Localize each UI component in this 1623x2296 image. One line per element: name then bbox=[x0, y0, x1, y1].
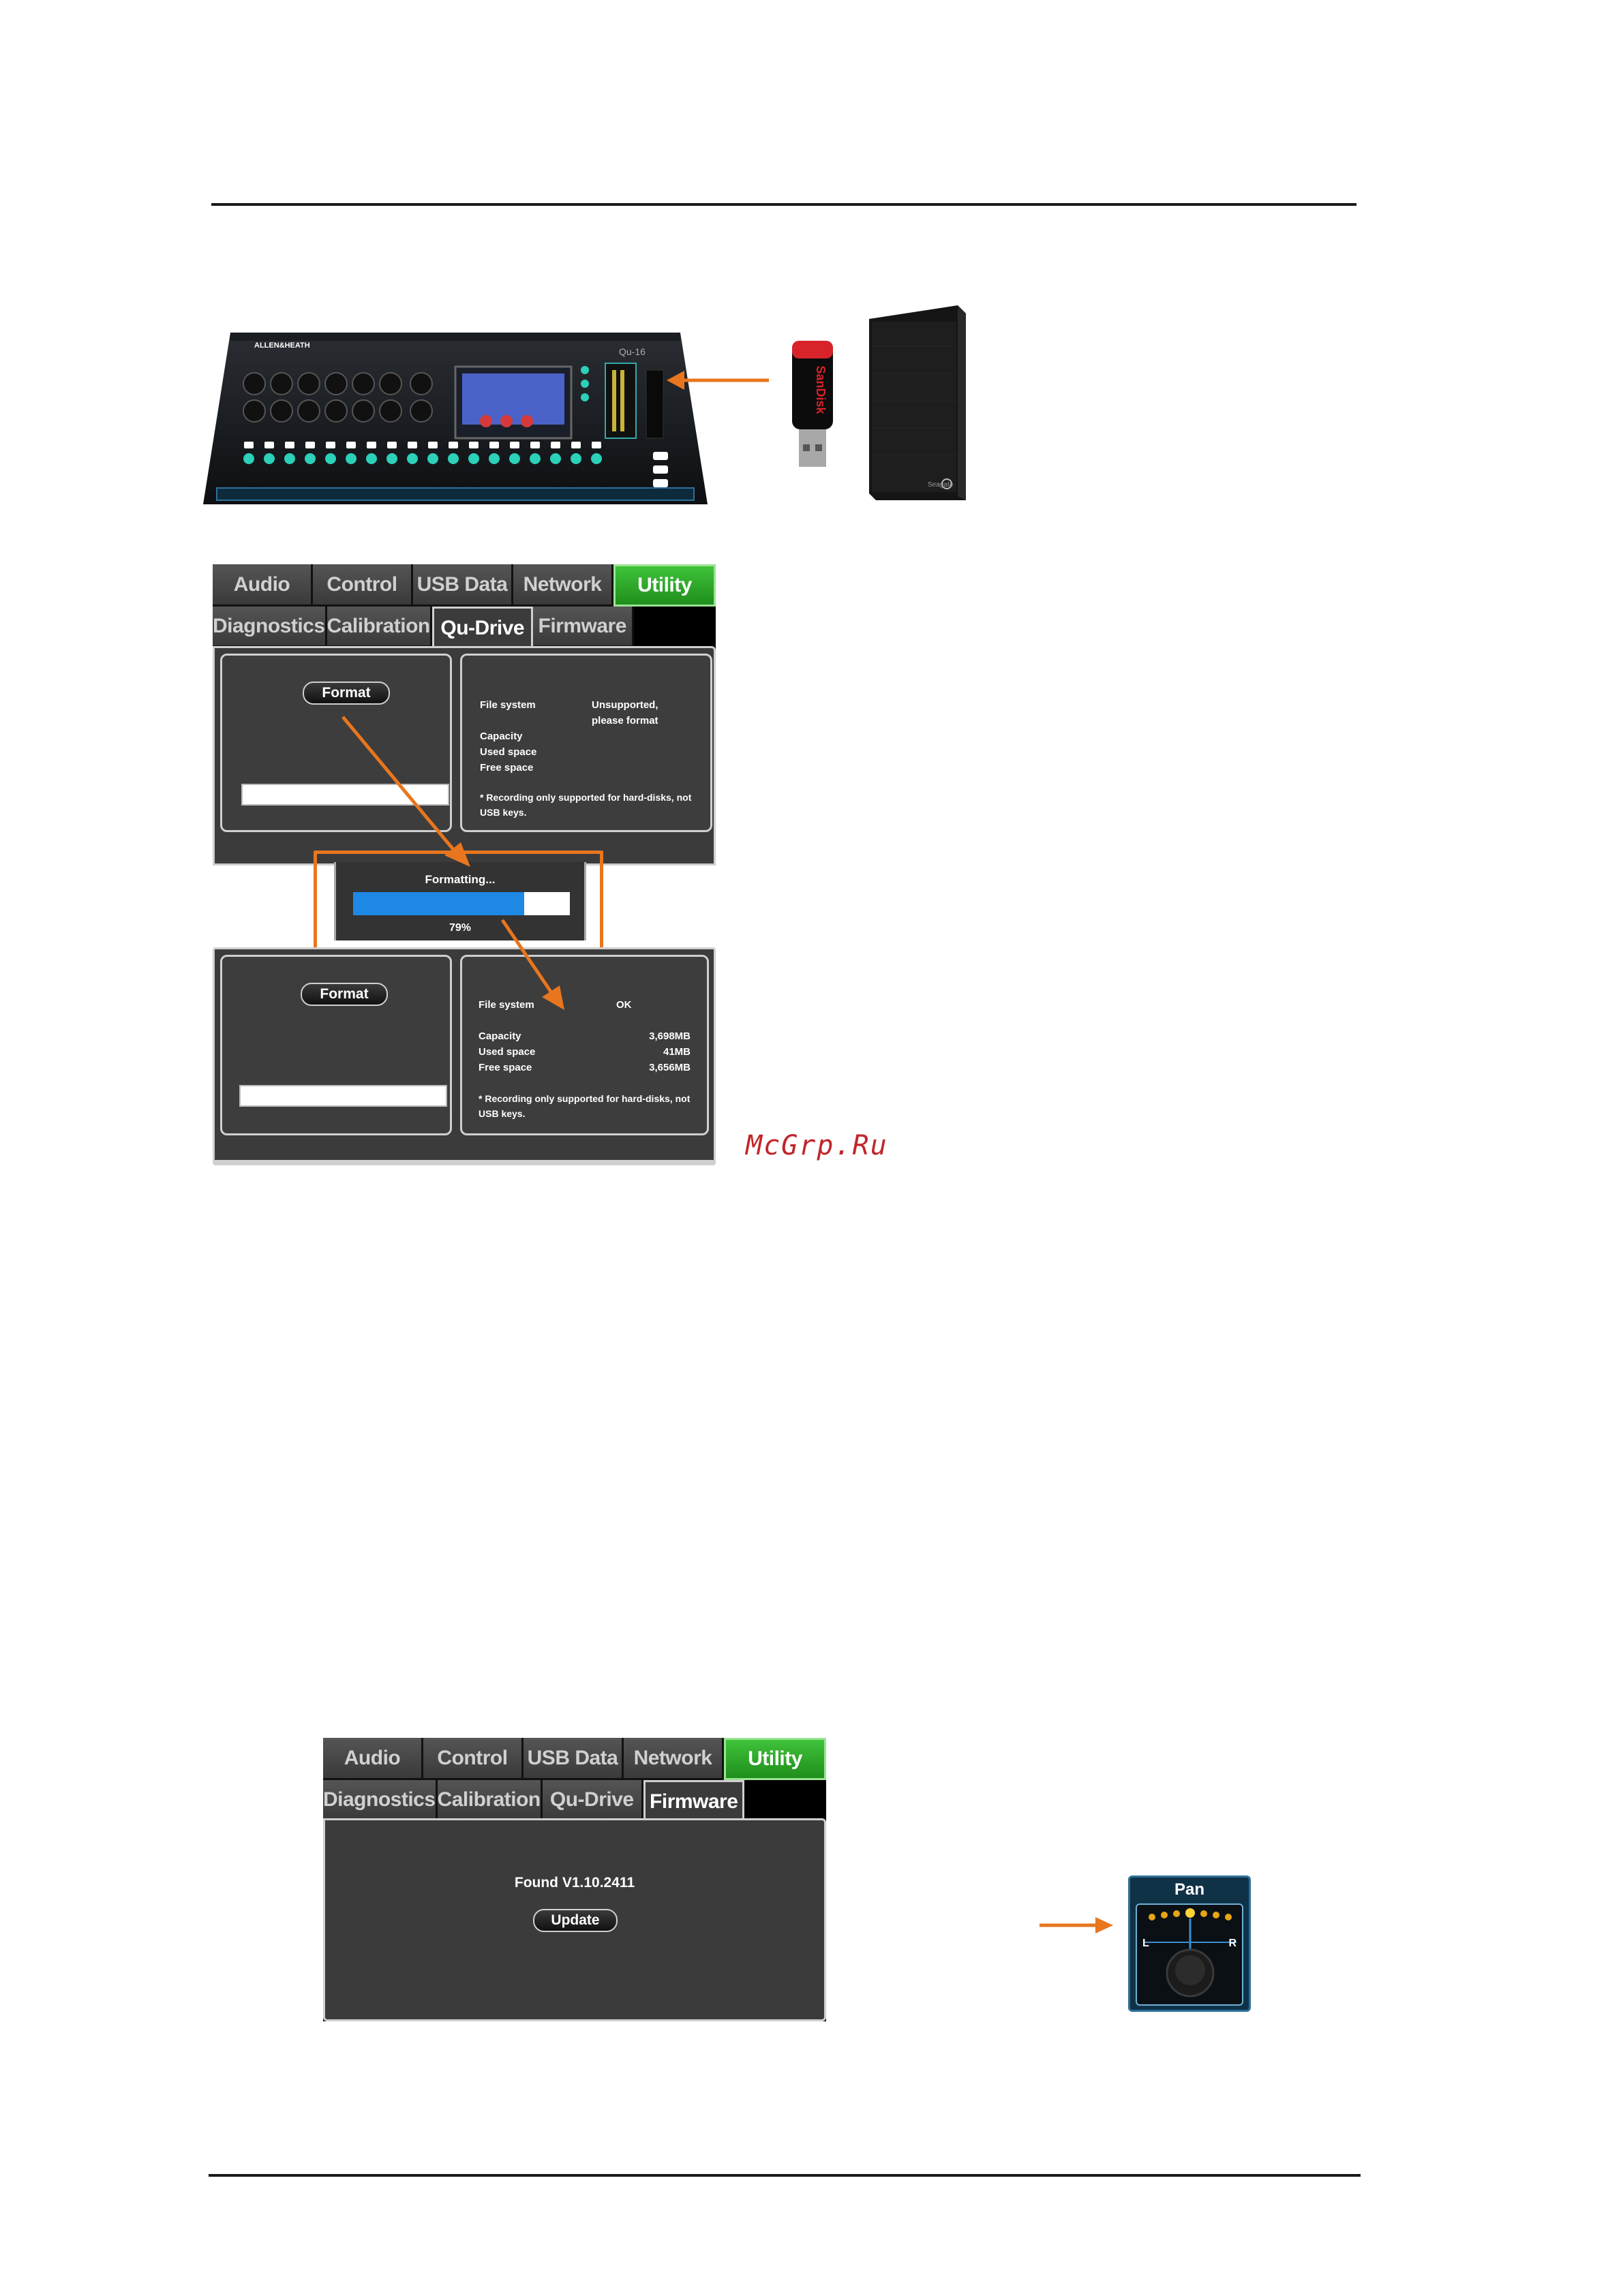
fw-sub-tabs: Diagnostics Calibration Qu-Drive Firmwar… bbox=[323, 1780, 826, 1821]
file-system-label-after: File system bbox=[479, 999, 534, 1011]
recording-note-after: * Recording only supported for hard-disk… bbox=[479, 1093, 691, 1104]
watermark: McGrp.Ru bbox=[746, 1130, 888, 1161]
fw-tab-utility[interactable]: Utility bbox=[724, 1738, 826, 1780]
fw-tab-control[interactable]: Control bbox=[423, 1738, 524, 1780]
pan-widget[interactable]: Pan L R bbox=[1128, 1876, 1251, 2012]
fw-content-area: Found V1.10.2411 Update bbox=[323, 1818, 826, 2021]
mixer-console-image: ALLEN&HEATH Qu-16 bbox=[203, 333, 708, 504]
tab-control[interactable]: Control bbox=[313, 564, 413, 607]
recording-note: * Recording only supported for hard-disk… bbox=[480, 792, 692, 803]
tab-network[interactable]: Network bbox=[513, 564, 613, 607]
fw-tab-calibration[interactable]: Calibration bbox=[437, 1780, 543, 1821]
svg-text:Qu-16: Qu-16 bbox=[619, 346, 646, 357]
formatting-percent: 79% bbox=[449, 922, 472, 934]
qudrive-screen-after: Format File system OK Capacity 3,698MB U… bbox=[213, 947, 716, 1165]
sub-tab-filler bbox=[633, 607, 716, 647]
fw-tab-qu-drive[interactable]: Qu-Drive bbox=[542, 1780, 643, 1821]
formatting-popup: Formatting... 79% bbox=[334, 862, 586, 940]
capacity-label-after: Capacity bbox=[479, 1030, 521, 1042]
content-area: Format File system Unsupported, please f… bbox=[213, 646, 716, 866]
used-space-value: 41MB bbox=[663, 1046, 691, 1058]
capacity-label: Capacity bbox=[480, 731, 523, 742]
formatting-progress-fill bbox=[353, 892, 525, 915]
fw-main-tabs: Audio Control USB Data Network Utility bbox=[323, 1738, 826, 1780]
pan-arrow bbox=[1040, 1915, 1114, 1939]
file-system-value-after: OK bbox=[616, 999, 632, 1011]
recording-note-after-line2: USB keys. bbox=[479, 1108, 526, 1119]
tab-audio[interactable]: Audio bbox=[213, 564, 313, 607]
formatting-title: Formatting... bbox=[425, 873, 496, 886]
fw-tab-network[interactable]: Network bbox=[624, 1738, 724, 1780]
pan-left-label: L bbox=[1142, 1938, 1149, 1949]
fw-tab-usb-data[interactable]: USB Data bbox=[524, 1738, 624, 1780]
usb-key-image: SanDisk bbox=[784, 335, 838, 472]
drive-info-panel-after: File system OK Capacity 3,698MB Used spa… bbox=[460, 955, 709, 1135]
capacity-value: 3,698MB bbox=[649, 1030, 691, 1042]
free-space-label: Free space bbox=[480, 762, 534, 774]
svg-text:ALLEN&HEATH: ALLEN&HEATH bbox=[254, 341, 310, 350]
tab-usb-data[interactable]: USB Data bbox=[413, 564, 513, 607]
footer-rule bbox=[209, 2174, 1361, 2177]
svg-text:Seagate: Seagate bbox=[928, 481, 954, 489]
file-system-value-line2: please format bbox=[592, 715, 658, 726]
drive-info-panel: File system Unsupported, please format C… bbox=[460, 654, 712, 832]
main-tabs: Audio Control USB Data Network Utility bbox=[213, 564, 716, 607]
formatting-progress-track bbox=[353, 892, 570, 915]
format-button[interactable]: Format bbox=[303, 682, 390, 705]
used-space-label-after: Used space bbox=[479, 1046, 536, 1058]
tab-utility[interactable]: Utility bbox=[613, 564, 716, 607]
header-rule bbox=[211, 203, 1356, 206]
format-progress-bar-after bbox=[239, 1085, 447, 1107]
fw-tab-audio[interactable]: Audio bbox=[323, 1738, 423, 1780]
tab-diagnostics[interactable]: Diagnostics bbox=[213, 607, 327, 647]
pan-title: Pan bbox=[1174, 1880, 1204, 1899]
file-system-value: Unsupported, bbox=[592, 699, 658, 711]
fw-sub-tab-filler bbox=[744, 1780, 826, 1821]
external-hdd-image: Seagate bbox=[862, 305, 968, 502]
arrow-popup-to-result-head bbox=[542, 985, 564, 1010]
recording-note-line2: USB keys. bbox=[480, 807, 527, 818]
used-space-label: Used space bbox=[480, 746, 537, 758]
found-version-text: Found V1.10.2411 bbox=[514, 1875, 635, 1891]
free-space-label-after: Free space bbox=[479, 1062, 532, 1073]
format-panel-after: Format bbox=[220, 955, 452, 1135]
pan-right-label: R bbox=[1228, 1938, 1237, 1949]
usb-port-arrow bbox=[667, 368, 769, 396]
update-button[interactable]: Update bbox=[533, 1909, 618, 1932]
format-button-after[interactable]: Format bbox=[301, 983, 388, 1006]
tab-qu-drive[interactable]: Qu-Drive bbox=[431, 607, 533, 647]
fw-tab-firmware[interactable]: Firmware bbox=[643, 1780, 744, 1821]
free-space-value: 3,656MB bbox=[649, 1062, 691, 1073]
qudrive-screen-before: Audio Control USB Data Network Utility D… bbox=[213, 564, 716, 866]
arrow-format-to-popup-head bbox=[444, 842, 470, 867]
arrow-format-to-popup bbox=[342, 716, 457, 853]
pan-inner: L R bbox=[1136, 1903, 1243, 2006]
arrow-popup-to-result bbox=[500, 919, 554, 995]
file-system-label: File system bbox=[480, 699, 536, 711]
svg-text:SanDisk: SanDisk bbox=[814, 365, 828, 414]
firmware-screen: Audio Control USB Data Network Utility D… bbox=[323, 1738, 826, 2021]
fw-tab-diagnostics[interactable]: Diagnostics bbox=[323, 1780, 438, 1821]
